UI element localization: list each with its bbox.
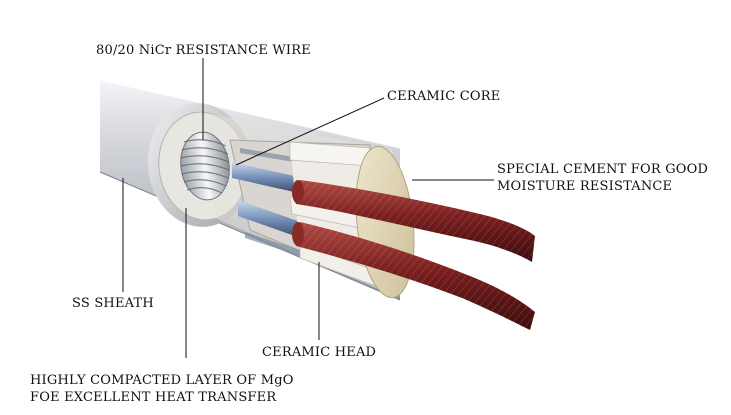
lead-wire-upper (292, 180, 535, 262)
label-special-cement-line2: MOISTURE RESISTANCE (497, 179, 673, 194)
leader-line-core (235, 97, 385, 166)
label-ceramic-core: CERAMIC CORE (387, 89, 501, 104)
lead-wire-lower (292, 222, 535, 330)
label-mgo-layer: HIGHLY COMPACTED LAYER OF MgO FOE EXCELL… (30, 372, 294, 406)
label-ceramic-head: CERAMIC HEAD (262, 345, 377, 360)
label-mgo-line2: FOE EXCELLENT HEAT TRANSFER (30, 390, 277, 405)
label-special-cement-line1: SPECIAL CEMENT FOR GOOD (497, 162, 709, 177)
label-mgo-line1: HIGHLY COMPACTED LAYER OF MgO (30, 373, 294, 388)
label-ss-sheath: SS SHEATH (72, 296, 154, 311)
resistance-wire-coil (180, 131, 230, 201)
label-special-cement: SPECIAL CEMENT FOR GOOD MOISTURE RESISTA… (497, 161, 708, 195)
label-resistance-wire: 80/20 NiCr RESISTANCE WIRE (96, 43, 311, 58)
